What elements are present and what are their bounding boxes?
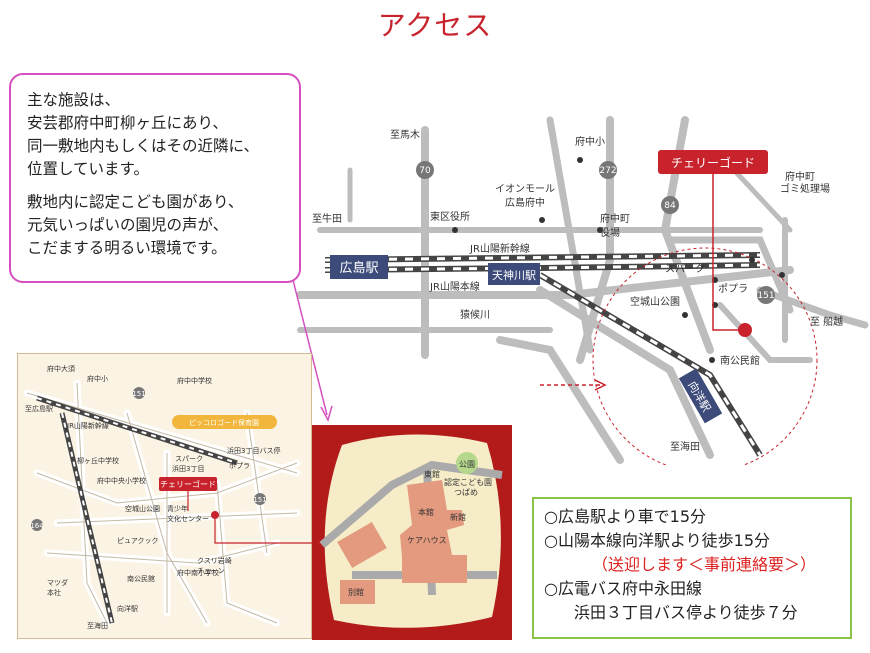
route-84-label: 84 — [664, 201, 676, 211]
tenjingawa-station-box — [488, 263, 540, 285]
label-minami-kominkan: 南公民館 — [720, 354, 760, 367]
inset-label-hamada: 浜田3丁目バス停 — [227, 446, 280, 455]
jr-lines — [324, 252, 763, 457]
intro-box: 主な施設は、 安芸郡府中町柳ヶ丘にあり、 同一敷地内もしくはその近隣に、 位置し… — [9, 73, 301, 283]
label-fuchu-elem: 府中小 — [575, 135, 605, 148]
inset-label-koujozan: 空城山公園 — [125, 504, 160, 513]
inset-map: ピッコロゴード保育園 チェリーゴード 府中大須 府中小 府中中学校 至広島駅 J… — [17, 353, 312, 639]
road-north1 — [546, 116, 594, 354]
site-label-kodomoen-1: 認定こども園 — [444, 477, 492, 487]
label-enkou: 猿候川 — [460, 308, 490, 321]
intro-paragraph-2: 敷地内に認定こども園があり、 元気いっぱいの園児の声が、 こだまする明るい環境で… — [27, 193, 244, 257]
site-label-park: 公園 — [459, 460, 475, 469]
site-building-main — [400, 480, 464, 557]
access-line-bus: ○広電バス府中永田線 — [544, 579, 702, 598]
cherry-gold-main-badge — [658, 150, 768, 174]
inset-label-kusuri-1: クスリ岩崎 — [197, 556, 232, 565]
inset-label-popura: ポプラ — [229, 462, 250, 470]
label-jr-shinkansen: JR山陽新幹線 — [469, 242, 530, 255]
label-funakoshi: 至 船越 — [810, 315, 843, 328]
mukainada-station-box — [678, 368, 723, 424]
label-koujozan: 空城山公園 — [630, 295, 680, 308]
inset-label-mazda-2: 本社 — [47, 588, 61, 597]
label-fuchu-office-1: 府中町 — [600, 212, 630, 225]
area-circle — [592, 247, 818, 465]
inset-cherry-gold-label: チェリーゴード — [160, 479, 216, 489]
inset-label-pureique: ピュアクック — [117, 537, 159, 545]
label-higashi-ku: 東区役所 — [430, 210, 470, 223]
inset-label-seishonen-1: 青少年 — [167, 504, 188, 513]
page-title: アクセス — [377, 9, 493, 42]
access-line-car: ○広島駅より車で15分 — [544, 507, 707, 526]
label-ushita: 至牛田 — [312, 212, 342, 225]
inset-label-seishonen-2: 文化センター — [167, 514, 209, 523]
label-supark: スパーク — [665, 263, 705, 275]
site-map: 公園 東館 認定こども園 つばめ 本館 新館 別館 ケアハウス — [312, 425, 512, 640]
inset-label-fuchu-jhs: 府中中学校 — [177, 376, 212, 385]
hiroshima-station-box — [330, 255, 388, 279]
label-popura: ポプラ — [718, 283, 748, 295]
inset-label-supark: スパーク — [175, 455, 203, 463]
inset-label-fuchu-elem: 府中小 — [87, 374, 108, 383]
hiroshima-station-label: 広島駅 — [339, 261, 378, 276]
inset-label-fuchu-minami: 府中南小学校 — [177, 568, 219, 577]
inset-label-ushita: 至広島駅 — [25, 404, 53, 413]
route-272-label: 272 — [599, 166, 616, 176]
main-map: 広島駅 天神川駅 向洋駅 70 272 84 151 チェリーゴード 至馬木 府… — [296, 116, 869, 465]
label-umaki: 至馬木 — [390, 129, 420, 141]
inset-route-151-north: 151 — [132, 390, 145, 398]
site-building-annex — [337, 522, 387, 568]
site-building-carehouse — [402, 555, 467, 583]
site-label-shinkan: 新館 — [450, 512, 466, 522]
label-jr-sanyo: JR山陽本線 — [429, 280, 480, 293]
site-label-carehouse: ケアハウス — [407, 536, 447, 545]
road-diag — [536, 286, 714, 459]
inset-pikkoro-label: ピッコロゴード保育園 — [189, 418, 259, 427]
inset-label-jr-shinkansen: JR山陽新幹線 — [66, 421, 109, 430]
label-aeon-2: 広島府中 — [505, 196, 545, 209]
intro-paragraph-1: 主な施設は、 安芸郡府中町柳ヶ丘にあり、 同一敷地内もしくはその近隣に、 位置し… — [27, 91, 260, 178]
label-gomi-1: 府中町 — [785, 170, 815, 183]
access-line-train: ○山陽本線向洋駅より徒歩15分 — [544, 531, 771, 550]
inset-label-kusuri-2: チェーン — [197, 567, 225, 575]
access-line-pickup: （送迎します＜事前連絡要＞） — [592, 555, 817, 574]
inset-label-kaita: 至海田 — [87, 621, 108, 630]
inset-cherry-gold-marker — [211, 511, 219, 519]
inset-label-fuchu-chuo: 府中中央小学校 — [97, 476, 146, 485]
label-gomi-2: ゴミ処理場 — [780, 182, 830, 195]
inset-label-hamada-entrance: 浜田3丁目 — [172, 464, 204, 473]
inset-label-mazda-1: マツダ — [47, 578, 68, 587]
inset-label-minami-kominkan: 南公民館 — [127, 574, 155, 583]
cherry-gold-main-marker — [738, 323, 752, 337]
label-aeon-1: イオンモール — [495, 183, 555, 195]
site-label-kodomoen-2: つばめ — [454, 488, 478, 497]
inset-label-fuchu-ohzuka: 府中大須 — [47, 364, 75, 373]
label-fuchu-office-2: 役場 — [600, 226, 620, 239]
site-label-honkan: 本館 — [418, 507, 434, 517]
site-park — [456, 452, 478, 474]
inset-route-164: 164 — [30, 522, 44, 530]
inset-pikkoro-badge — [172, 415, 277, 429]
inset-cherry-gold-badge — [159, 477, 217, 491]
site-label-betsukan: 別館 — [348, 587, 364, 597]
site-building-betsukan — [340, 580, 375, 604]
site-label-touyaku: 東館 — [424, 469, 440, 479]
inset-label-mukainada: 向洋駅 — [117, 604, 138, 613]
road-river — [496, 336, 624, 464]
route-151-label: 151 — [757, 291, 774, 301]
inset-label-yanagaoka: 柳ヶ丘中学校 — [77, 456, 119, 465]
cherry-gold-main-label: チェリーゴード — [671, 155, 755, 170]
access-info-box: ○広島駅より車で15分 ○山陽本線向洋駅より徒歩15分 （送迎します＜事前連絡要… — [532, 497, 852, 639]
label-kaita: 至海田 — [670, 440, 700, 453]
access-line-bus-stop: 浜田３丁目バス停より徒歩７分 — [574, 603, 798, 622]
route-70-label: 70 — [419, 166, 431, 176]
tenjingawa-station-label: 天神川駅 — [492, 268, 536, 282]
inset-route-151-east: 151 — [253, 496, 266, 504]
